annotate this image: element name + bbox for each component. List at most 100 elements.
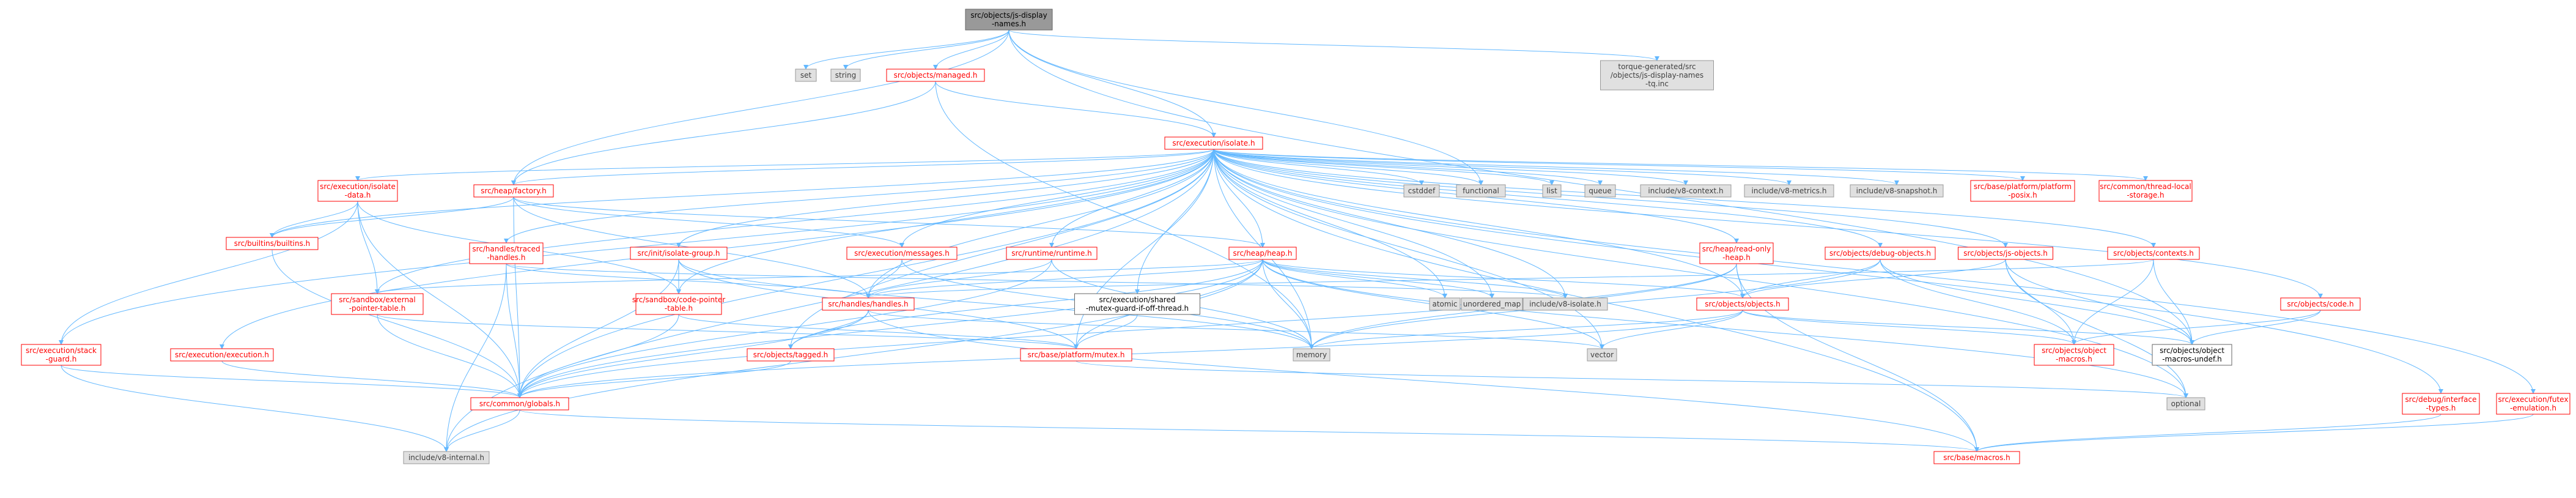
node-base-macros[interactable]: src/base/macros.h [1933, 451, 2020, 464]
node-builtins[interactable]: src/builtins/builtins.h [226, 237, 319, 250]
edge-heap-to-memory [1262, 259, 1314, 349]
node-heap[interactable]: src/heap/heap.h [1228, 247, 1297, 260]
node-globals[interactable]: src/common/globals.h [470, 397, 569, 411]
node-factory[interactable]: src/heap/factory.h [473, 184, 554, 198]
node-thread-local[interactable]: src/common/thread-local-storage.h [2098, 180, 2193, 202]
edge-isolate-to-shared_mutex [1135, 149, 1214, 294]
node-isolate-data[interactable]: src/execution/isolate-data.h [317, 180, 398, 202]
node-label: -macros.h [2056, 355, 2092, 363]
node-contexts[interactable]: src/objects/contexts.h [2107, 247, 2200, 260]
node-box [1403, 184, 1440, 198]
node-box [1825, 247, 1936, 260]
node-label: cstddef [1408, 187, 1436, 195]
node-label: list [1546, 187, 1557, 195]
node-box [331, 293, 424, 315]
edge-heap-to-v8_internal [444, 259, 1263, 452]
node-box [2166, 397, 2205, 411]
node-tagged[interactable]: src/objects/tagged.h [747, 348, 835, 362]
edge-isolate-to-factory [511, 149, 1214, 185]
node-read-only-heap[interactable]: src/heap/read-only-heap.h [1699, 242, 1774, 264]
edge-globals-to-base_macros [519, 409, 1979, 452]
edge-isolate-to-heap [1213, 149, 1265, 248]
node-handles[interactable]: src/handles/handles.h [822, 297, 915, 311]
node-label: src/heap/read-only [1702, 245, 1771, 253]
edge-isolate-to-globals [517, 149, 1214, 398]
node-label: src/sandbox/code-pointer [632, 295, 725, 304]
node-box [469, 242, 544, 264]
node-label: src/objects/object [2160, 346, 2224, 355]
node-debug-interface[interactable]: src/debug/interface-types.h [2402, 393, 2480, 415]
node-box [403, 451, 490, 464]
edge-mutex-to-optional [1076, 360, 2188, 398]
node-runtime[interactable]: src/runtime/runtime.h [1006, 247, 1098, 260]
edge-isolate-to-objects [1213, 149, 1745, 299]
edge-heap-to-handles [866, 259, 1263, 299]
node-execution[interactable]: src/execution/execution.h [170, 348, 274, 362]
node-string: string [830, 69, 861, 82]
edge-managed-to-isolate [935, 81, 1216, 138]
node-label: -pointer-table.h [349, 304, 406, 313]
node-mutex[interactable]: src/base/platform/mutex.h [1020, 348, 1132, 362]
node-label: src/base/platform/mutex.h [1028, 351, 1125, 359]
edge-messages-to-handles [866, 259, 902, 299]
edge-isolate-to-js_objects [1213, 149, 2008, 248]
edge-execution-to-globals [221, 360, 522, 398]
node-label: src/common/thread-local [2100, 182, 2191, 191]
edge-debug_interface-to-base_macros [1974, 414, 2441, 452]
node-label: include/v8-isolate.h [1529, 300, 1601, 308]
node-box [1020, 348, 1132, 362]
node-shared-mutex: src/execution/shared-mutex-guard-if-off-… [1074, 293, 1200, 315]
edge-js_objects-to-obj_macros_undef [2005, 259, 2194, 345]
node-label: queue [1589, 187, 1612, 195]
edge-managed-to-memory [935, 81, 1314, 349]
node-isolate-group[interactable]: src/init/isolate-group.h [630, 247, 728, 260]
node-obj-macros-undef: src/objects/object-macros-undef.h [2152, 344, 2232, 366]
edge-isolate_group-to-globals [517, 259, 679, 398]
node-isolate[interactable]: src/execution/isolate.h [1164, 136, 1263, 150]
edge-isolate-to-code [1213, 149, 2323, 299]
node-futex[interactable]: src/execution/futex-emulation.h [2496, 393, 2570, 415]
node-managed[interactable]: src/objects/managed.h [886, 69, 985, 82]
edge-factory-to-builtins [270, 196, 514, 238]
node-objects[interactable]: src/objects/objects.h [1696, 297, 1789, 311]
node-label: src/sandbox/external [339, 295, 416, 304]
edge-isolate-to-queue [1213, 149, 1603, 185]
node-ext-ptr-table[interactable]: src/sandbox/external-pointer-table.h [331, 293, 424, 315]
node-messages[interactable]: src/execution/messages.h [846, 247, 958, 260]
edge-managed-to-factory [511, 81, 936, 185]
node-functional: functional [1456, 184, 1506, 198]
edge-code-to-obj_macros_undef [2190, 310, 2321, 345]
node-v8-metrics: include/v8-metrics.h [1744, 184, 1834, 198]
node-label: -tq.inc [1645, 80, 1669, 88]
edge-root-to-factory [511, 29, 1009, 185]
node-label: src/execution/messages.h [854, 249, 950, 258]
node-stack-guard[interactable]: src/execution/stack-guard.h [21, 344, 101, 366]
node-box [1293, 348, 1330, 362]
edge-isolate-to-debug_interface [1213, 149, 2443, 394]
node-obj-macros[interactable]: src/objects/object-macros.h [2034, 344, 2114, 366]
node-label: -types.h [2426, 404, 2456, 412]
node-box [1933, 451, 2020, 464]
edge-read_only_heap-to-globals [517, 263, 1737, 398]
node-box [2402, 393, 2480, 415]
node-js-objects[interactable]: src/objects/js-objects.h [1958, 247, 2053, 260]
node-traced-handles[interactable]: src/handles/traced-handles.h [469, 242, 544, 264]
node-box [473, 184, 554, 198]
edge-isolate-to-unordered_map [1213, 149, 1494, 299]
node-box [170, 348, 274, 362]
node-platform-posix[interactable]: src/base/platform/platform-posix.h [1970, 180, 2075, 202]
edge-isolate-to-platform_posix [1213, 149, 2025, 181]
edge-isolate-to-ext_ptr_table [375, 149, 1214, 294]
node-debug-objects[interactable]: src/objects/debug-objects.h [1825, 247, 1936, 260]
edge-runtime-to-globals [517, 259, 1052, 398]
node-code[interactable]: src/objects/code.h [2280, 297, 2361, 311]
node-code-ptr-table[interactable]: src/sandbox/code-pointer-table.h [632, 293, 725, 315]
node-label: src/base/macros.h [1943, 453, 2010, 462]
edge-isolate-to-cstddef [1213, 149, 1424, 185]
edge-contexts-to-obj_macros_undef [2153, 259, 2194, 345]
edge-isolate-to-v8_metrics [1213, 149, 1792, 185]
node-label: src/handles/traced [472, 245, 540, 253]
edge-isolate-to-mutex [1074, 149, 1214, 349]
node-box [2496, 393, 2570, 415]
node-box [1744, 184, 1834, 198]
